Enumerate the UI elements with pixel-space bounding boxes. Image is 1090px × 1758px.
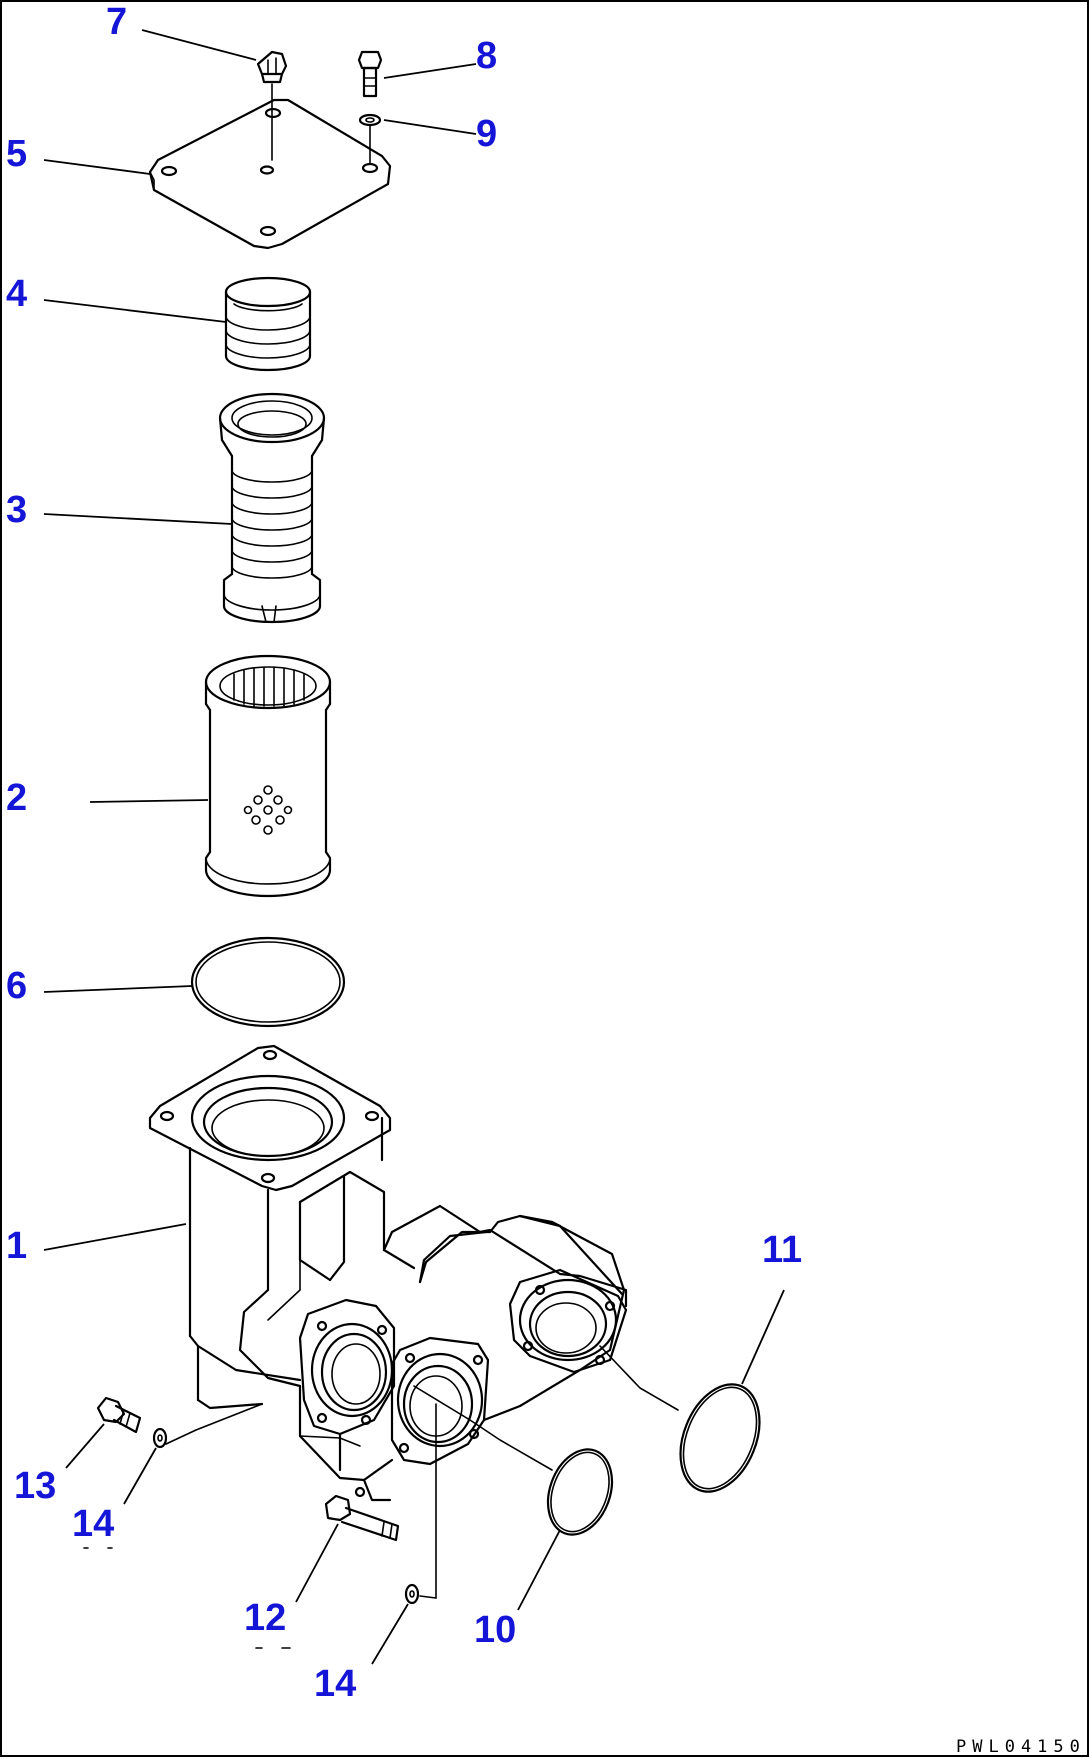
callout-8: 8 bbox=[476, 35, 497, 77]
part-5-cover-plate bbox=[148, 98, 392, 250]
part-14-washer-left bbox=[152, 1427, 168, 1449]
part-3-filter-element bbox=[218, 392, 326, 624]
part-7-breather bbox=[256, 50, 288, 161]
leader-lines bbox=[43, 29, 785, 1665]
callout-7: 7 bbox=[106, 1, 127, 43]
drawing-code: PWL04150 bbox=[956, 1737, 1086, 1757]
callout-10: 10 bbox=[474, 1609, 516, 1651]
part-1-filter-case bbox=[148, 1044, 628, 1502]
callout-14-left: 14 bbox=[72, 1503, 114, 1545]
part-14-washer-bottom bbox=[404, 1583, 420, 1605]
callout-1: 1 bbox=[6, 1225, 27, 1267]
part-8-bolt bbox=[357, 50, 383, 98]
part-9-washer bbox=[358, 113, 382, 165]
part-4-spring bbox=[224, 276, 312, 372]
assembly-lines bbox=[165, 1345, 679, 1599]
part-6-o-ring bbox=[190, 936, 346, 1028]
callout-2: 2 bbox=[6, 777, 27, 819]
callout-6: 6 bbox=[6, 965, 27, 1007]
part-11-o-ring bbox=[679, 1383, 761, 1493]
part-10-o-ring bbox=[546, 1448, 614, 1536]
callout-11: 11 bbox=[762, 1229, 802, 1271]
callout-12: 12 bbox=[244, 1597, 286, 1639]
callout-13: 13 bbox=[14, 1465, 56, 1507]
baseline-ticks bbox=[83, 1547, 291, 1649]
callout-5: 5 bbox=[6, 133, 27, 175]
part-12-bolt bbox=[324, 1494, 400, 1542]
callout-9: 9 bbox=[476, 113, 497, 155]
part-2-strainer bbox=[204, 654, 332, 898]
part-13-plug bbox=[96, 1396, 142, 1434]
callout-3: 3 bbox=[6, 489, 27, 531]
callout-14-bottom: 14 bbox=[314, 1663, 356, 1705]
callout-4: 4 bbox=[6, 273, 27, 315]
